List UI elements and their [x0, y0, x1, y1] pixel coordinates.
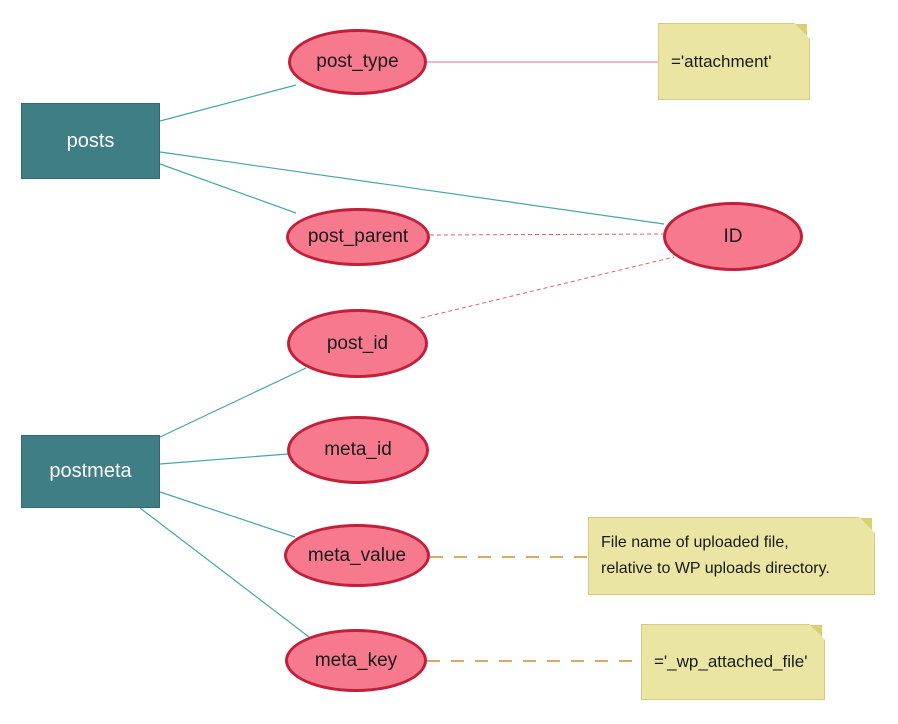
connector-posts-post-parent	[159, 163, 297, 214]
attribute-post-parent: post_parent	[286, 208, 430, 266]
connector-posts-post-type	[159, 84, 297, 122]
entity-postmeta: postmeta	[21, 435, 160, 508]
attribute-meta-key-label: meta_key	[314, 649, 398, 671]
attribute-meta-id: meta_id	[287, 416, 429, 484]
folded-corner-icon	[859, 517, 875, 533]
note-attachment-text: ='attachment'	[671, 51, 772, 71]
connector-posts-id	[159, 151, 665, 225]
entity-postmeta-label: postmeta	[49, 460, 132, 482]
attribute-post-type: post_type	[288, 29, 427, 95]
connector-postmeta-meta-value	[159, 491, 296, 538]
attribute-post-id-label: post_id	[326, 332, 389, 354]
connector-postmeta-post-id	[159, 367, 307, 438]
attribute-meta-value-label: meta_value	[307, 544, 407, 566]
note-file-name-line2: relative to WP uploads directory.	[601, 560, 830, 577]
attribute-post-type-label: post_type	[316, 51, 399, 72]
attribute-id: ID	[663, 202, 803, 271]
entity-posts-label: posts	[66, 129, 115, 152]
connector-post-parent-id	[429, 233, 664, 236]
connector-postmeta-meta-id	[159, 453, 289, 465]
entity-posts: posts	[21, 103, 160, 179]
connector-postmeta-meta-key	[139, 507, 310, 638]
folded-corner-icon	[794, 23, 810, 39]
connector-post-id-id	[420, 256, 675, 319]
note-wp-attached-file-text: ='_wp_attached_file'	[654, 652, 808, 671]
attribute-meta-key: meta_key	[285, 629, 427, 692]
note-file-name: File name of uploaded file, relative to …	[588, 517, 875, 595]
note-wp-attached-file: ='_wp_attached_file'	[641, 624, 825, 700]
note-file-name-line1: File name of uploaded file,	[601, 534, 789, 551]
attribute-post-parent-label: post_parent	[307, 226, 409, 247]
attribute-meta-id-label: meta_id	[324, 439, 392, 460]
attribute-id-label: ID	[723, 225, 743, 247]
note-attachment: ='attachment'	[658, 23, 810, 100]
attribute-post-id: post_id	[287, 309, 428, 378]
attribute-meta-value: meta_value	[284, 524, 430, 587]
folded-corner-icon	[809, 624, 825, 640]
